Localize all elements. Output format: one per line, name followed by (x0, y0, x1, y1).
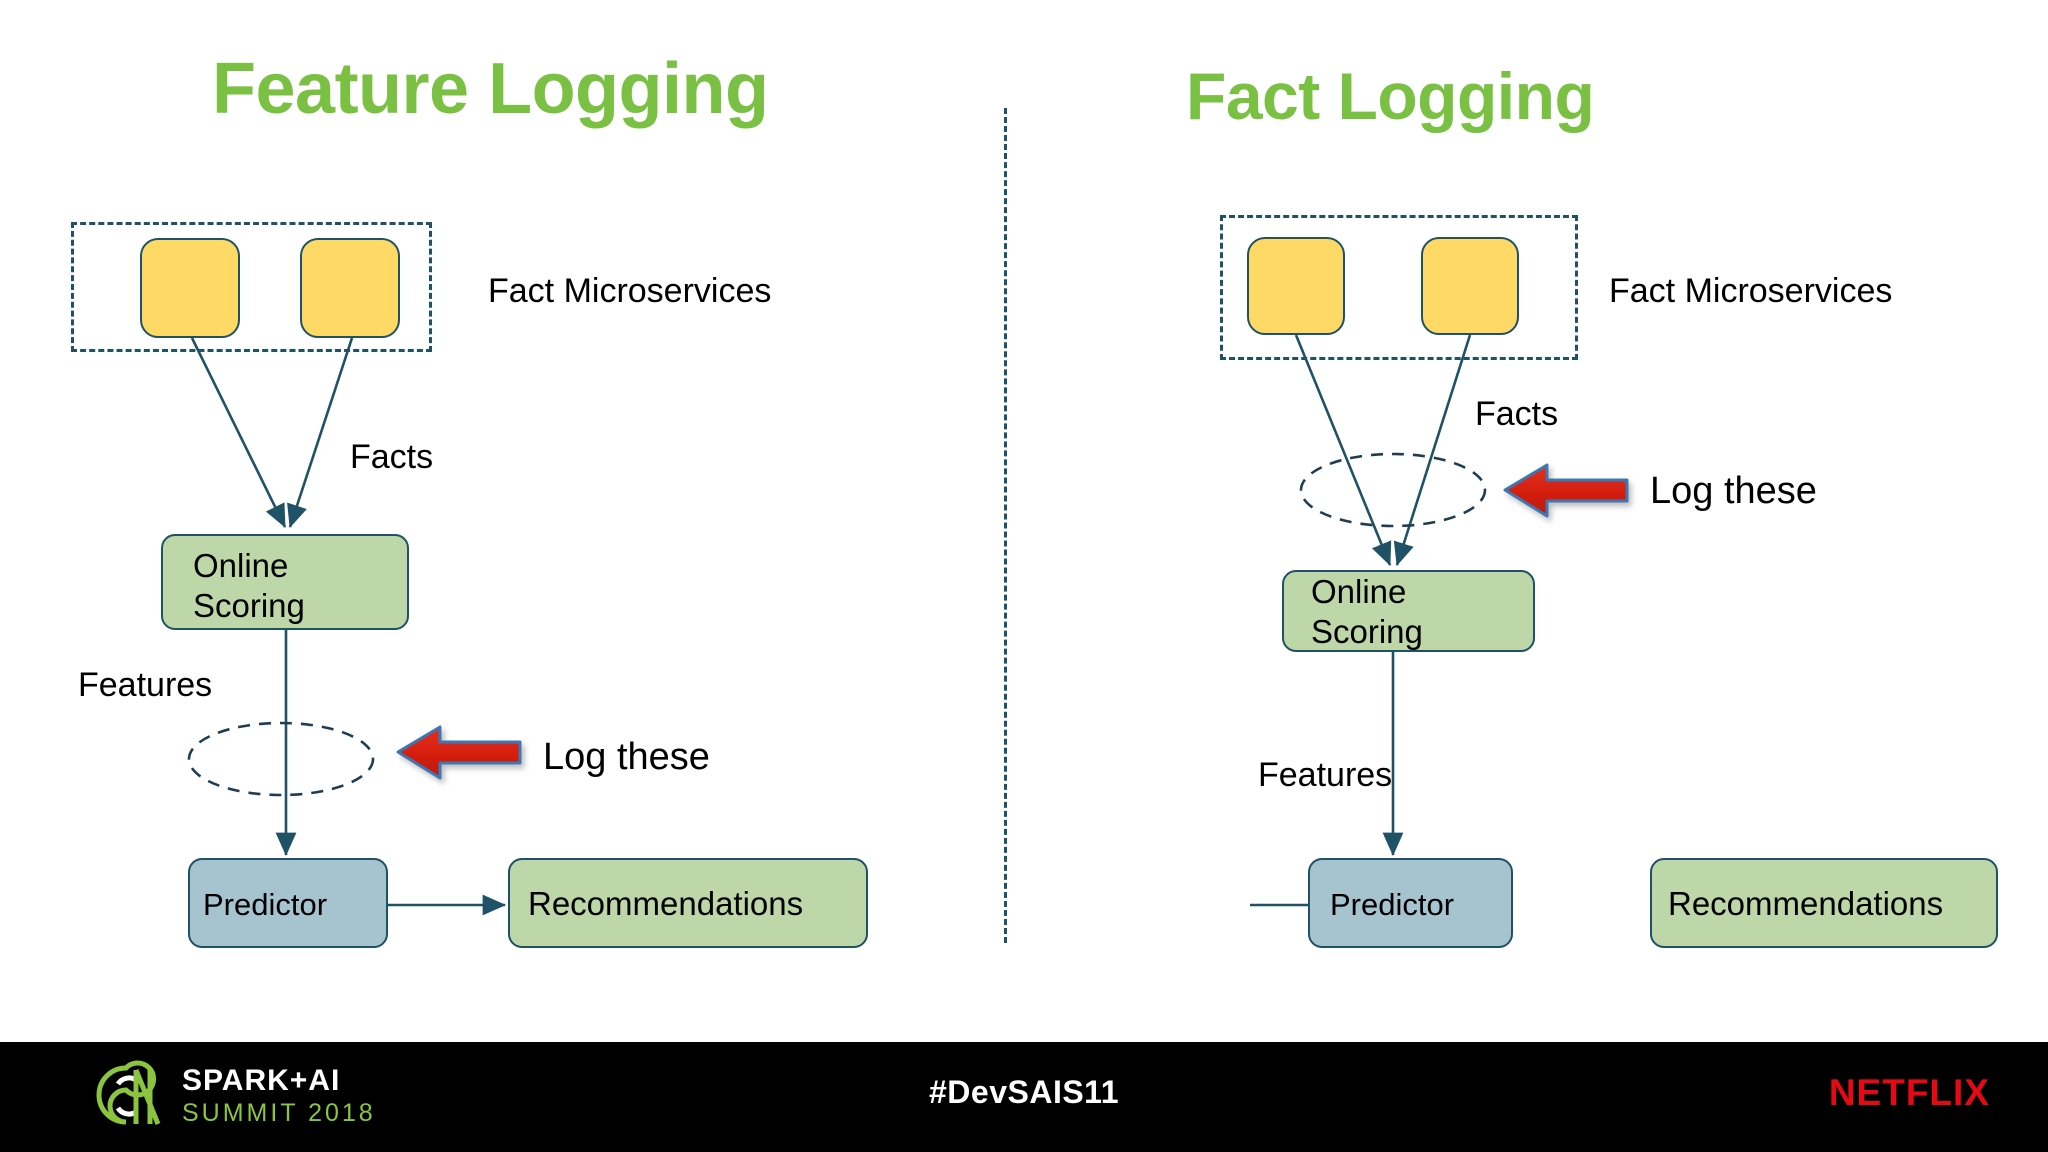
panel-divider (1004, 108, 1007, 943)
left-fact-microservices-label: Fact Microservices (488, 272, 772, 310)
right-fact-service-box-1[interactable] (1247, 237, 1345, 335)
left-fact-microservices-group (71, 222, 432, 352)
spark-ai-wordmark: SPARK+AI (182, 1064, 341, 1097)
right-facts-highlight-ellipse (1299, 452, 1487, 528)
left-log-these-label: Log these (543, 736, 710, 778)
left-online-scoring-node[interactable] (161, 534, 409, 630)
right-predictor-node[interactable] (1308, 858, 1513, 948)
summit-year-wordmark: SUMMIT 2018 (182, 1099, 376, 1127)
right-online-scoring-node[interactable] (1282, 570, 1535, 652)
footer-bar: SPARK+AI SUMMIT 2018 #DevSAIS11 NETFLIX (0, 1042, 2048, 1152)
left-predictor-node[interactable] (188, 858, 388, 948)
right-recommendations-node[interactable] (1650, 858, 1998, 948)
right-facts-label: Facts (1475, 395, 1559, 433)
right-features-label: Features (1258, 756, 1393, 794)
page-title-right: Fact Logging (1186, 59, 1595, 133)
right-connector-fact2-to-scoring (1393, 334, 1472, 566)
left-fact-service-box-2[interactable] (300, 238, 400, 338)
left-log-these-arrow-icon (396, 725, 522, 780)
netflix-logo: NETFLIX (1828, 1072, 1990, 1113)
right-fact-service-box-2[interactable] (1421, 237, 1519, 335)
right-connector-fact1-to-scoring (1294, 334, 1392, 566)
left-fact-service-box-1[interactable] (140, 238, 240, 338)
left-features-label: Features (78, 666, 213, 704)
spark-ai-summit-logo: SPARK+AI SUMMIT 2018 (92, 1060, 376, 1132)
left-facts-label: Facts (350, 438, 434, 476)
left-connector-fact2-to-scoring (287, 337, 354, 528)
spark-summit-mark-icon (96, 1060, 161, 1125)
left-features-highlight-ellipse (187, 721, 375, 797)
right-fact-microservices-group (1220, 215, 1578, 360)
left-connector-fact1-to-scoring (190, 337, 287, 528)
left-recommendations-node[interactable] (508, 858, 868, 948)
right-log-these-arrow-icon (1503, 463, 1629, 518)
right-log-these-label: Log these (1650, 470, 1817, 512)
event-hashtag: #DevSAIS11 (928, 1074, 1119, 1110)
page-title-left: Feature Logging (212, 49, 769, 129)
right-fact-microservices-label: Fact Microservices (1609, 272, 1893, 310)
